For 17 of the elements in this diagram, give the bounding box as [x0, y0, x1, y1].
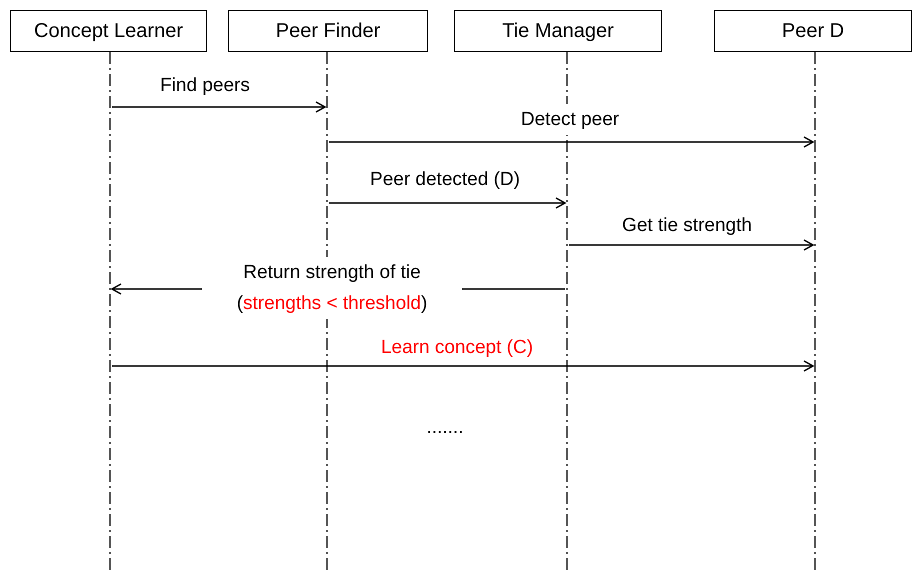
- message-arrow: [112, 101, 326, 113]
- message-arrow: [329, 136, 814, 148]
- participant-box: [714, 10, 912, 52]
- message-label: Return strength of tie (strengths < threshold): [202, 257, 462, 319]
- message-arrow: [569, 239, 814, 251]
- participant-box: [228, 10, 428, 52]
- participant-box: [10, 10, 207, 52]
- participant-name: Peer D: [782, 19, 844, 44]
- continuation-dots: .......: [426, 416, 464, 440]
- participant-box: [454, 10, 662, 52]
- lifeline: [813, 52, 817, 570]
- participant-name: Concept Learner: [34, 19, 183, 44]
- message-arrow: [112, 360, 814, 372]
- message-arrow: [329, 197, 566, 209]
- participant-name: Tie Manager: [502, 19, 614, 44]
- lifeline: [108, 52, 112, 570]
- participant-name: Peer Finder: [276, 19, 380, 44]
